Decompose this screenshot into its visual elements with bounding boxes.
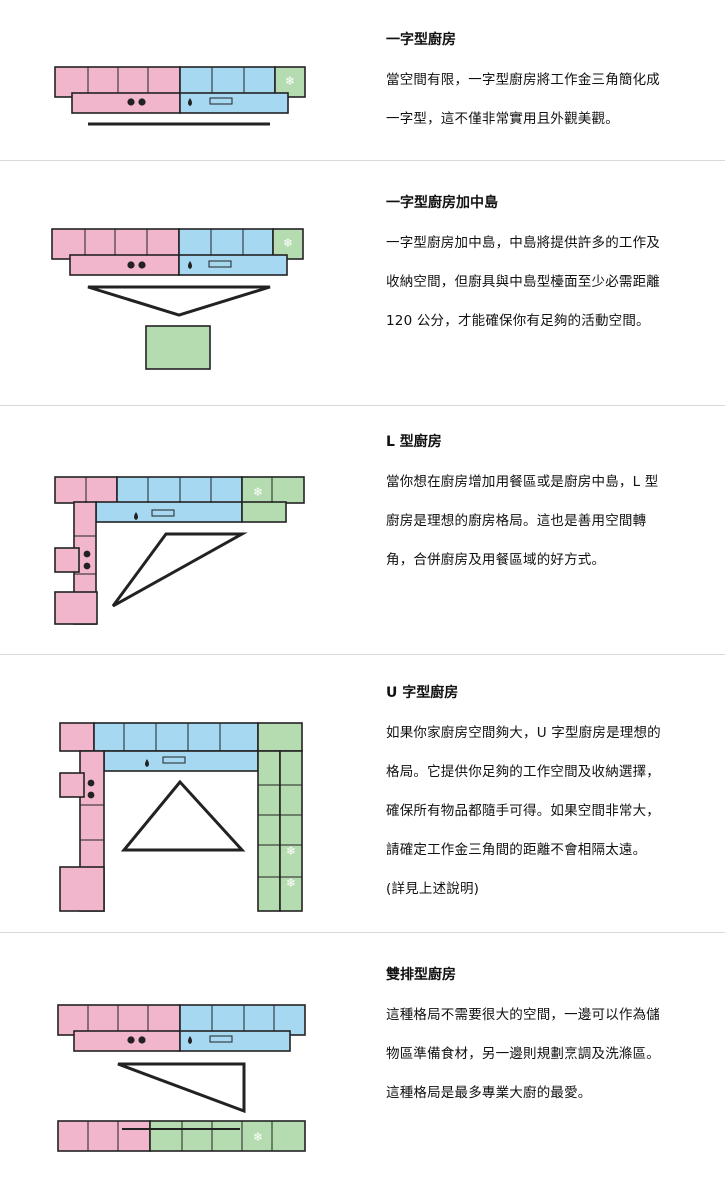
section-title: L 型廚房 (386, 434, 442, 450)
section-title: 雙排型廚房 (386, 967, 456, 983)
work-triangle (117, 1062, 246, 1114)
layout-section-island: ❄ 一字型廚房加中島 一字型廚房加中島，中島將提供許多的工作及 收納空間，但廚具… (0, 161, 725, 405)
work-triangle (87, 285, 271, 317)
base-cabinets-storage (71, 92, 181, 114)
faucet-drop-icon (134, 512, 138, 520)
work-triangle (120, 779, 246, 852)
stove-burner (127, 98, 135, 106)
section-description: 如果你家廚房空間夠大，U 字型廚房是理想的 格局。它提供你足夠的工作空間及收納選… (386, 724, 661, 897)
faucet-drop-icon (188, 1036, 192, 1044)
island-kitchen-diagram: ❄ (51, 228, 304, 370)
straight-kitchen-diagram: ❄ (54, 66, 306, 126)
fridge-snowflake-icon: ❄ (286, 876, 296, 890)
sink-basin (209, 97, 233, 105)
section-description: 這種格局不需要很大的空間，一邊可以作為儲 物區準備食材，另一邊則規劃烹調及洗滌區… (386, 1006, 660, 1101)
stove-burner (138, 98, 146, 106)
section-title: U 字型廚房 (386, 685, 459, 701)
faucet-drop-icon (188, 261, 192, 269)
section-divider (0, 654, 725, 655)
work-triangle (111, 532, 248, 608)
faucet-drop-icon (188, 98, 192, 106)
fridge-snowflake-icon: ❄ (253, 485, 263, 499)
galley-kitchen-diagram: ❄ (57, 1004, 306, 1152)
section-divider (0, 160, 725, 161)
fridge-snowflake-icon: ❄ (285, 74, 295, 88)
section-title: 一字型廚房 (386, 32, 456, 48)
layout-section-u-shape: ❄ ❄ U 字型廚房 如果你家廚房空間夠大，U 字型廚房是理想的 格局。它提供你… (0, 655, 725, 932)
section-description: 當你想在廚房增加用餐區或是廚房中島，L 型 廚房是理想的廚房格局。這也是善用空間… (386, 473, 659, 568)
layout-section-galley: ❄ 雙排型廚房 這種格局不需要很大的空間，一邊可以作為儲 物區準備食材，另一邊則… (0, 933, 725, 1203)
layout-section-l-shape: ❄ L 型廚房 當你想在廚房增加用餐區或是廚房中島，L 型 廚房是理想的廚房格局… (0, 406, 725, 654)
fridge-cabinet (274, 66, 306, 98)
base-cabinets-sink (179, 92, 289, 114)
u-kitchen-diagram: ❄ ❄ (59, 722, 303, 912)
fridge-snowflake-icon: ❄ (286, 844, 296, 858)
kitchen-island (145, 325, 211, 370)
fridge-snowflake-icon: ❄ (253, 1130, 263, 1144)
section-divider (0, 405, 725, 406)
l-kitchen-diagram: ❄ (54, 476, 305, 625)
section-description: 當空間有限，一字型廚房將工作金三角簡化成 一字型，這不僅非常實用且外觀美觀。 (386, 71, 660, 127)
layout-section-straight: ❄ 一字型廚房 當空間有限，一字型廚房將工作金三角簡化成 一字型，這不僅非常實用… (0, 0, 725, 160)
section-divider (0, 932, 725, 933)
section-description: 一字型廚房加中島，中島將提供許多的工作及 收納空間，但廚具與中島型檯面至少必需距… (386, 234, 660, 329)
fridge-snowflake-icon: ❄ (283, 236, 293, 250)
section-title: 一字型廚房加中島 (386, 195, 498, 211)
faucet-drop-icon (145, 759, 149, 767)
